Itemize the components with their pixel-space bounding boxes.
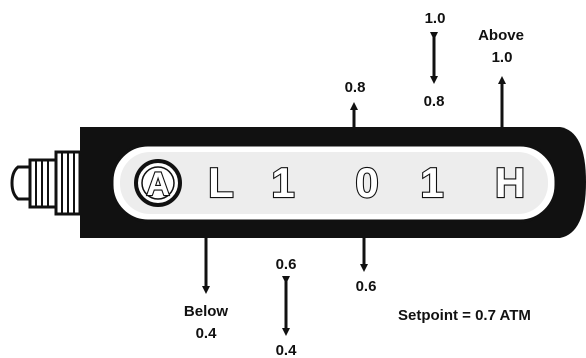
display-char-4: 1	[420, 159, 443, 206]
label-top-one: 1.0	[425, 10, 446, 27]
display-char-3: 0	[355, 159, 378, 206]
label-setpoint: Setpoint = 0.7 ATM	[398, 307, 531, 324]
label-top-point-eight: 0.8	[424, 93, 445, 110]
label-point-six-left: 0.6	[276, 256, 297, 273]
label-point-six-right: 0.6	[356, 278, 377, 295]
badge-icon: A	[134, 159, 182, 207]
label-below-word: Below	[184, 303, 229, 320]
display-char-5: H	[495, 159, 525, 206]
display-char-1: L	[208, 159, 234, 206]
label-below-value: 0.4	[196, 325, 218, 342]
badge-letter: A	[146, 166, 169, 202]
label-above-value: 1.0	[492, 49, 513, 66]
label-point-eight: 0.8	[345, 79, 366, 96]
label-above-word: Above	[478, 27, 524, 44]
connector	[10, 150, 82, 216]
display-char-2: 1	[271, 159, 294, 206]
label-point-four-bottom: 0.4	[276, 342, 298, 358]
